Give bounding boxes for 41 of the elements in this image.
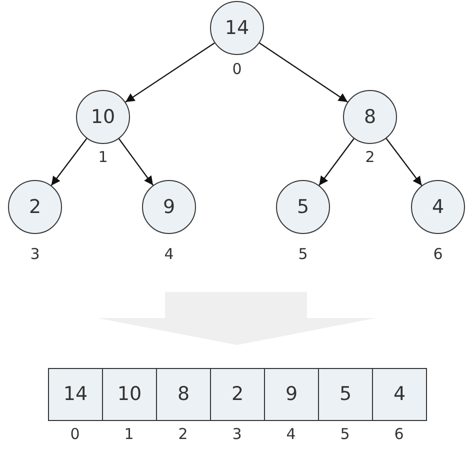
- index-label: 6: [394, 427, 404, 442]
- arrow: [50, 138, 88, 186]
- node-value: 5: [296, 194, 310, 220]
- node-value: 5: [339, 382, 352, 408]
- index-label: 5: [340, 427, 350, 442]
- index-label: 2: [365, 150, 375, 165]
- node-value: 14: [224, 16, 250, 41]
- array-cell: [372, 368, 427, 421]
- node-value: 4: [432, 194, 444, 220]
- index-label: 6: [433, 247, 443, 262]
- index-label: 2: [178, 427, 188, 442]
- arrow: [386, 138, 422, 186]
- node-value: 2: [231, 382, 244, 408]
- node-value: 9: [162, 194, 176, 220]
- index-label: 1: [124, 427, 134, 442]
- index-label: 4: [164, 247, 174, 262]
- index-label: 5: [298, 247, 308, 262]
- index-label: 1: [98, 150, 108, 165]
- array-cell: [264, 368, 319, 421]
- array-cell: [318, 368, 373, 421]
- node-value: 10: [90, 104, 116, 130]
- node-value: 10: [117, 382, 142, 408]
- array-cell: [210, 368, 265, 421]
- arrow: [259, 42, 348, 102]
- array-cell: [156, 368, 211, 421]
- node-value: 8: [364, 104, 376, 130]
- node-value: 8: [177, 382, 190, 408]
- array-cell: [48, 368, 103, 421]
- arrow: [118, 138, 154, 186]
- node-value: 9: [285, 382, 298, 408]
- index-label: 3: [30, 247, 40, 262]
- array-cell: [102, 368, 157, 421]
- arrow: [318, 138, 354, 186]
- index-label: 0: [70, 427, 80, 442]
- node-value: 2: [28, 194, 42, 220]
- index-label: 0: [232, 62, 242, 77]
- arrow: [125, 42, 215, 103]
- index-label: 3: [232, 427, 242, 442]
- node-value: 4: [393, 382, 406, 408]
- node-value: 14: [63, 382, 88, 408]
- index-label: 4: [286, 427, 296, 442]
